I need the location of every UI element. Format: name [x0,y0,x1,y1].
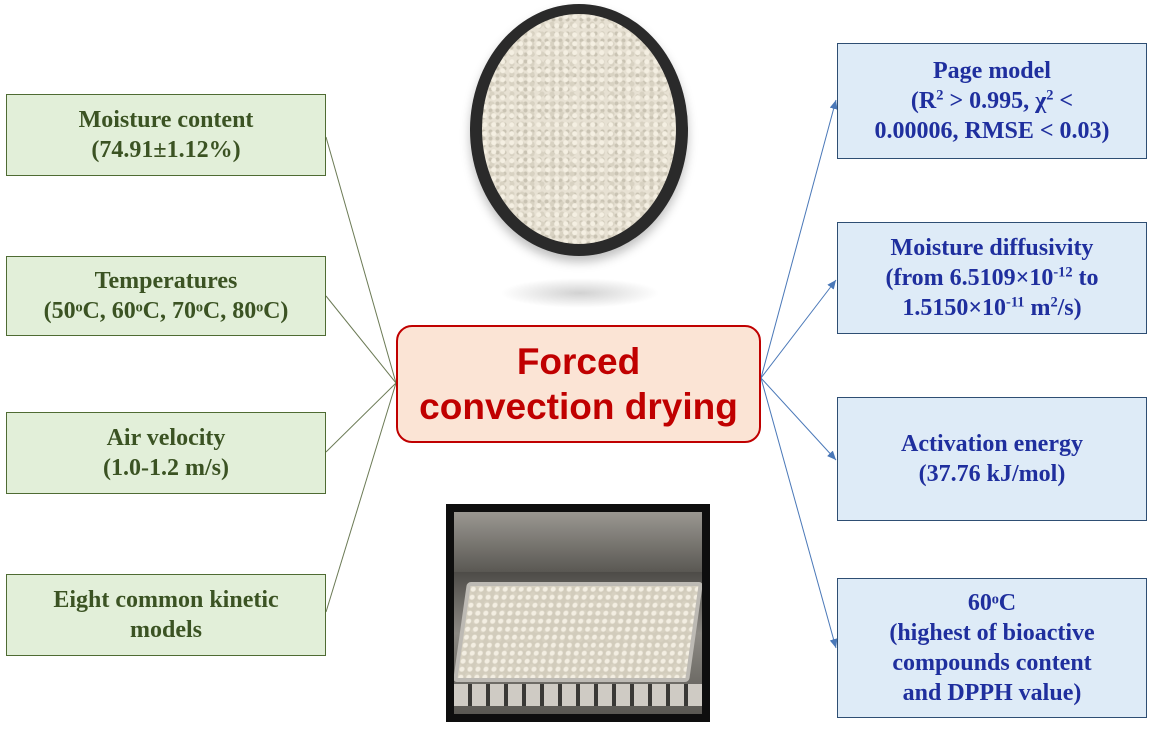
input-connector-kinetic-models [325,382,397,613]
output-detail-line-2: compounds content [892,650,1092,676]
oven-interior [454,512,702,714]
input-value: (74.91±1.12%) [91,137,241,163]
output-box-activation-energy: Activation energy (37.76 kJ/mol) [837,397,1147,521]
oven-ceiling [454,512,702,572]
input-connector-moisture [325,136,397,384]
oven-tray-photo [446,504,710,722]
output-value: (37.76 kJ/mol) [918,461,1066,487]
output-range-line-1: (from 6.5109×10-12 to [885,264,1099,291]
output-stats-line-2: 0.00006, RMSE < 0.03) [874,118,1110,144]
input-box-moisture-content: Moisture content (74.91±1.12%) [6,94,326,176]
output-box-page-model: Page model (R2 > 0.995, χ2 < 0.00006, RM… [837,43,1147,159]
output-range-line-2: 1.5150×10-11 m2/s) [902,294,1082,321]
output-label: Moisture diffusivity [890,235,1094,261]
input-label: Air velocity [106,425,226,451]
output-arrow-moisture-diffusivity [760,279,837,379]
center-title-line-2: convection drying [419,386,738,427]
input-box-air-velocity: Air velocity (1.0-1.2 m/s) [6,412,326,494]
input-connector-air-velocity [325,382,397,453]
output-arrow-page-model [760,99,838,379]
output-detail-line-3: and DPPH value) [902,680,1082,706]
input-box-kinetic-models: Eight common kinetic models [6,574,326,656]
output-label: Activation energy [901,431,1083,457]
center-title-line-1: Forced [516,340,641,382]
output-box-optimal-temperature: 60ᵒC (highest of bioactive compounds con… [837,578,1147,718]
output-label: Page model [933,58,1051,84]
input-box-temperatures: Temperatures (50ᵒC, 60ᵒC, 70ᵒC, 80ᵒC) [6,256,326,336]
grains-plate-photo [470,4,688,256]
input-value: (1.0-1.2 m/s) [103,455,229,481]
output-box-moisture-diffusivity: Moisture diffusivity (from 6.5109×10-12 … [837,222,1147,334]
input-value: (50ᵒC, 60ᵒC, 70ᵒC, 80ᵒC) [43,298,289,324]
input-label: Temperatures [94,268,238,294]
input-label-cont: models [130,617,202,643]
plate-shadow [500,278,660,308]
input-label: Moisture content [78,107,254,133]
output-label: 60ᵒC [967,590,1017,616]
output-arrow-60c [760,377,838,649]
oven-rack [454,684,702,706]
input-connector-temperatures [325,295,397,384]
output-arrow-activation-energy [760,377,837,461]
output-stats-line-1: (R2 > 0.995, χ2 < [910,87,1074,114]
output-detail-line-1: (highest of bioactive [889,620,1095,646]
input-label: Eight common kinetic [53,587,279,613]
center-process-box: Forced convection drying [396,325,761,443]
drying-tray [454,582,702,682]
grains-texture [482,14,676,244]
